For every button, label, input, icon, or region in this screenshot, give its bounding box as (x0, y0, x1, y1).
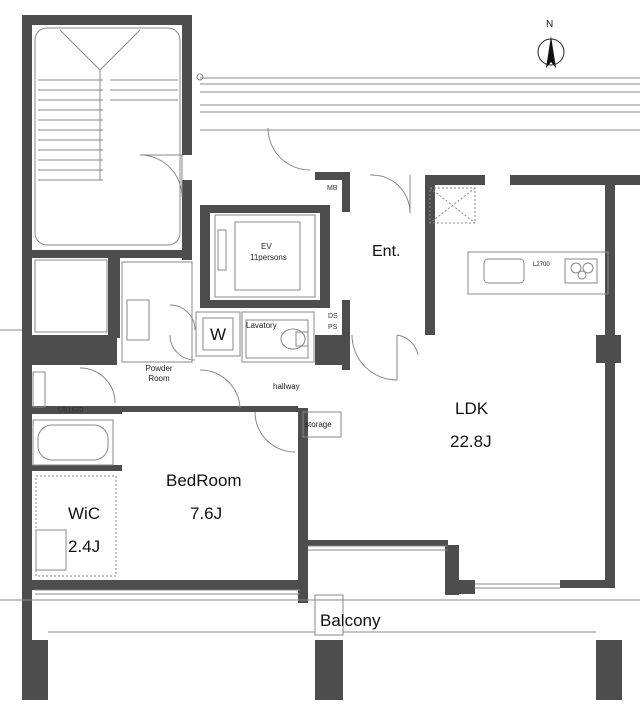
hallway-label: hallway (273, 382, 300, 391)
washer-label: W (210, 325, 227, 344)
bedroom-size: 7.6J (190, 504, 223, 523)
fixtures (0, 27, 640, 636)
wic-size: 2.4J (68, 537, 101, 556)
ev-label: EV (261, 242, 272, 251)
ps-label: PS (328, 324, 338, 331)
ldk-label: LDK (455, 399, 489, 418)
powder-room-label: Powder Room (145, 364, 173, 383)
wic-label: WiC (68, 504, 101, 523)
compass-north-label: N (546, 19, 554, 30)
storage-label: storage (305, 420, 332, 429)
ds-label: DS (328, 313, 338, 320)
balcony-label: Balcony (320, 611, 381, 630)
bath-label: UB1620 (58, 407, 84, 414)
kitchen-counter-label: L2700 (533, 262, 550, 268)
mb-label: MB (327, 185, 338, 192)
lavatory-label: Lavatory (246, 321, 277, 330)
ev-capacity: 11persons (250, 253, 287, 262)
entrance-label: Ent. (372, 243, 401, 260)
ldk-size: 22.8J (450, 432, 492, 451)
walls (22, 15, 640, 700)
north-arrow-icon (546, 36, 556, 68)
bedroom-label: BedRoom (166, 471, 242, 490)
